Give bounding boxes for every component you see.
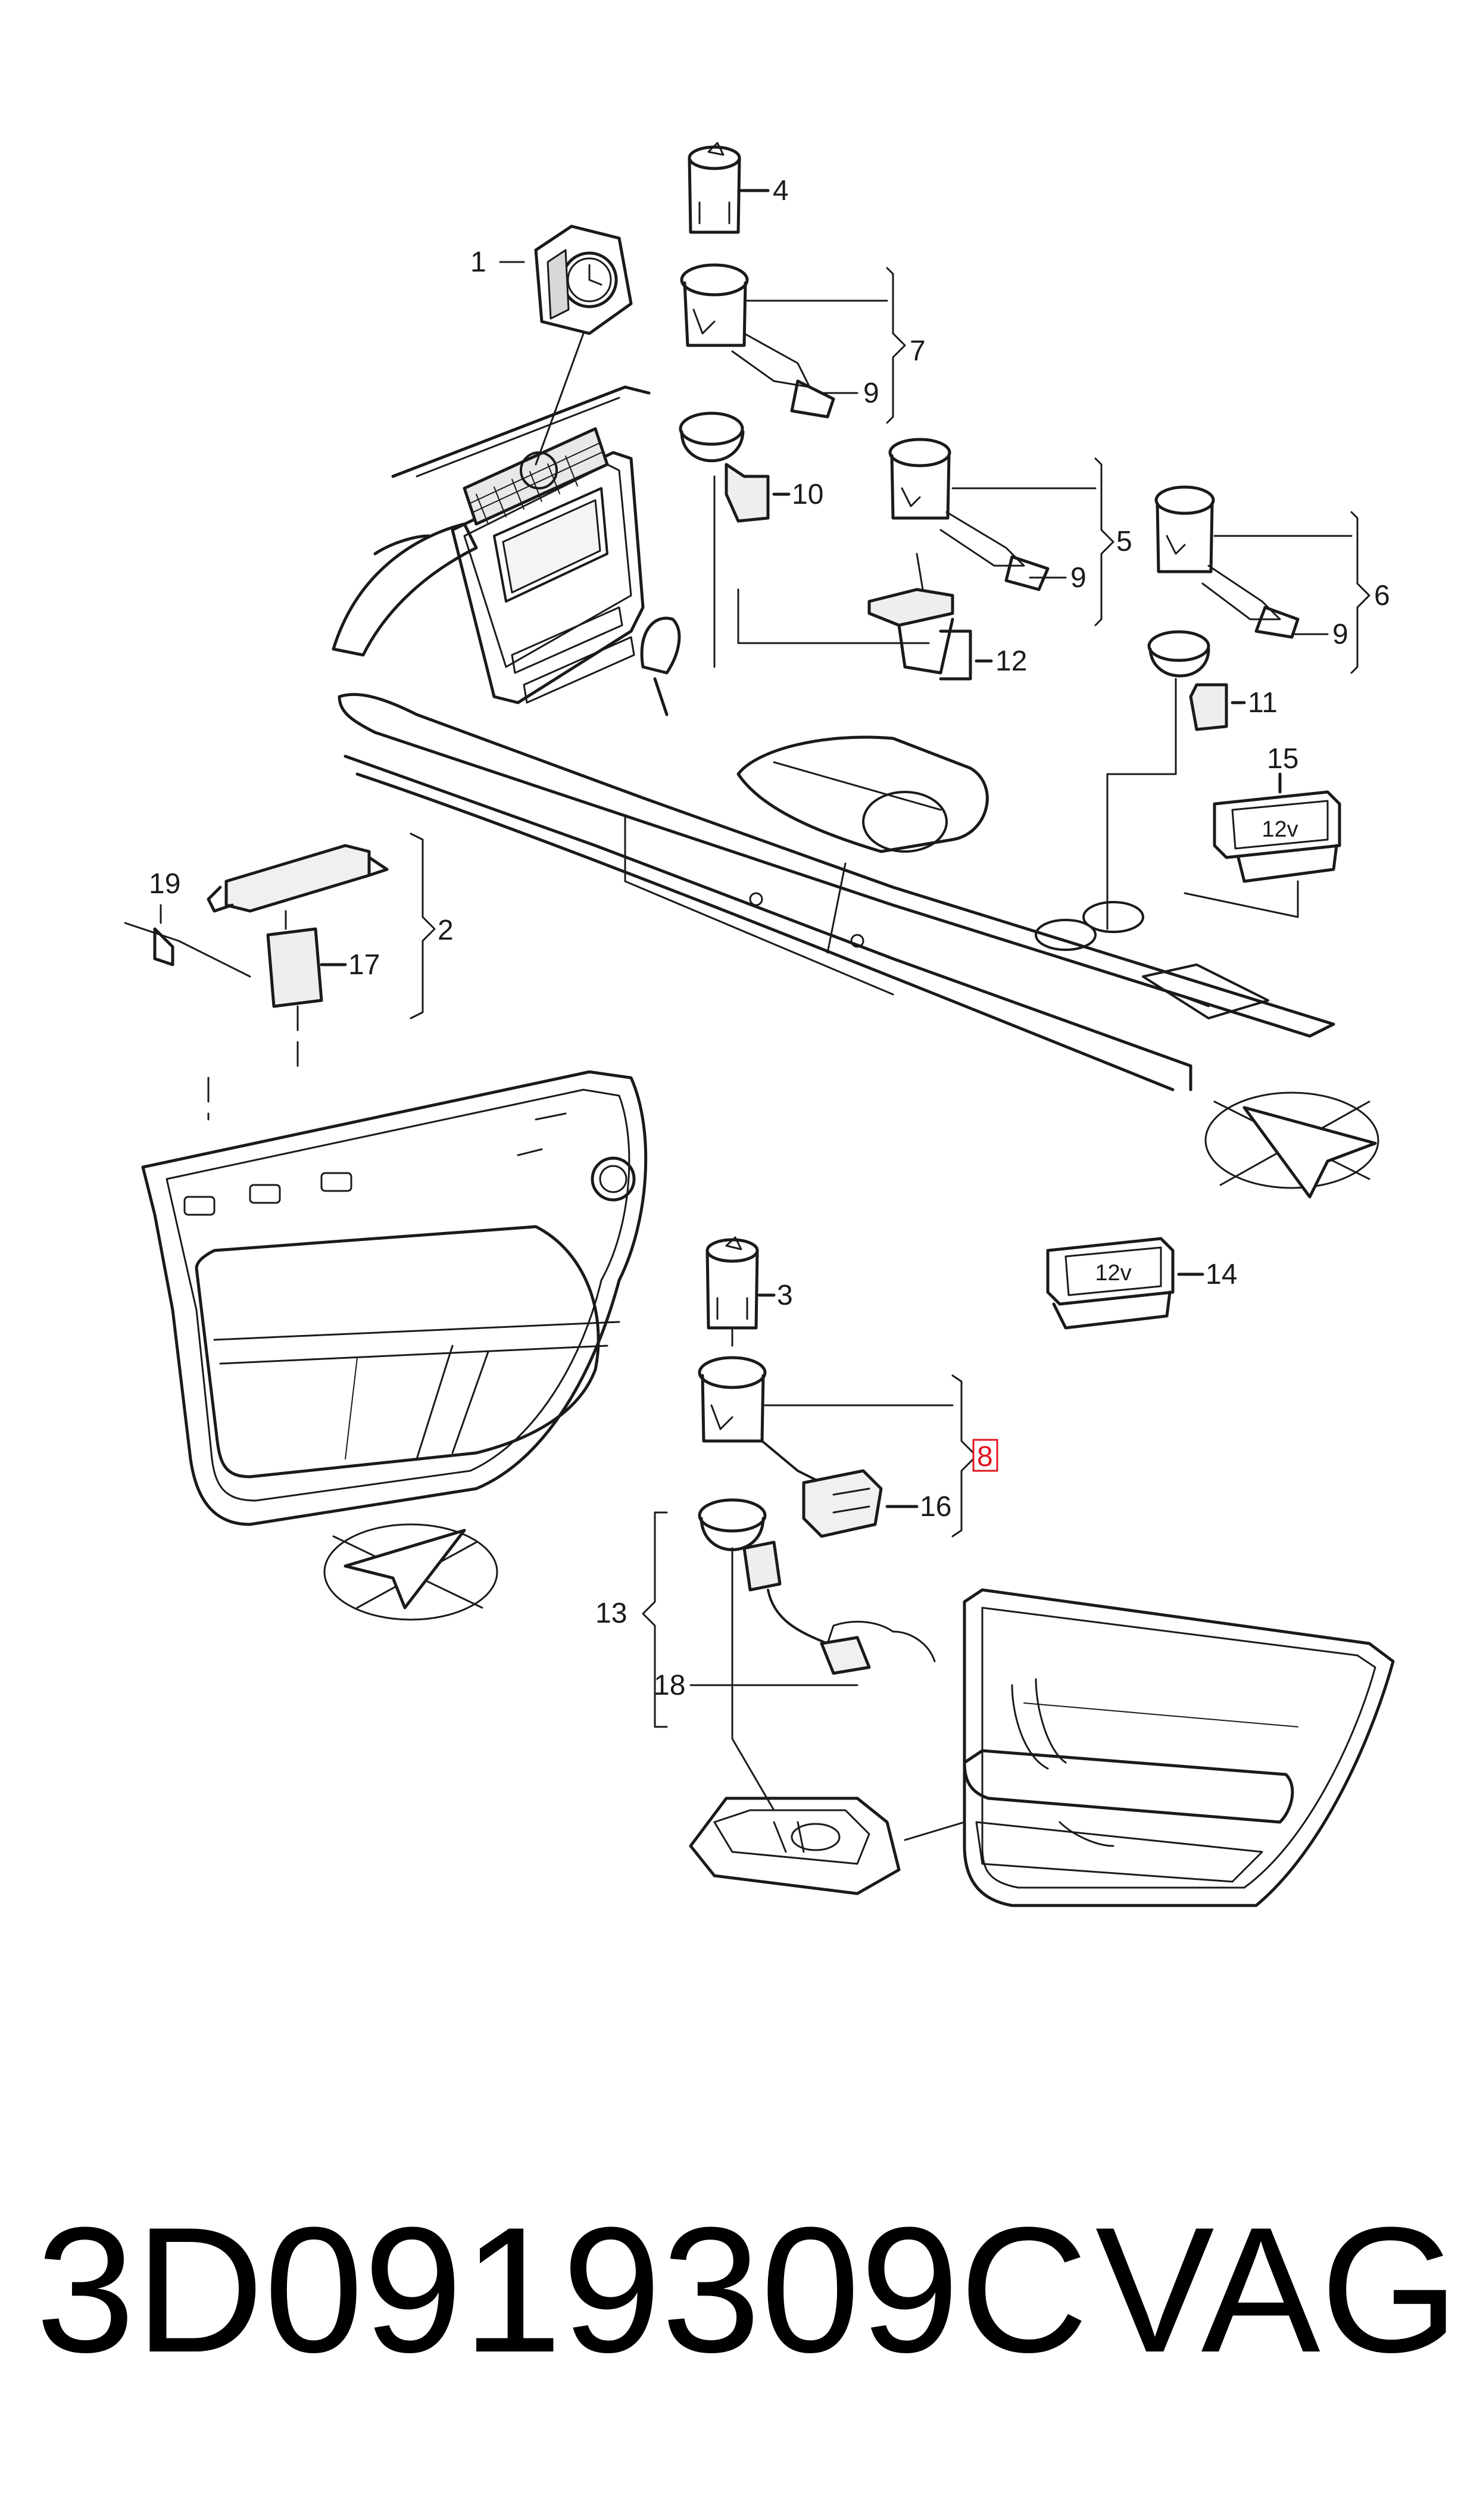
front-door-panel [141, 1070, 648, 1526]
callout-8-highlight-box [972, 1439, 998, 1472]
part-number: 3D0919309C [36, 2190, 1089, 2390]
callout-3: 3 [777, 1280, 793, 1311]
callout-17: 17 [348, 949, 380, 981]
center-console-drawing [332, 385, 1335, 1091]
callout-13: 13 [595, 1598, 627, 1629]
callout-14: 14 [1206, 1259, 1237, 1290]
callout-6: 6 [1374, 580, 1390, 612]
control-unit-part-2 [124, 844, 389, 1121]
callout-16: 16 [920, 1491, 951, 1523]
clock-part [534, 224, 633, 466]
lighter-assembly-lower [642, 1236, 954, 1811]
socket-12v-part-15: 12v [1184, 772, 1341, 918]
callout-labels: 1 4 7 9 10 5 9 12 6 9 11 15 19 2 17 14 3… [149, 175, 1390, 1701]
callout-9-top: 9 [863, 378, 879, 409]
callout-12: 12 [995, 645, 1027, 677]
socket-label-12v-2: 12v [1095, 1261, 1131, 1286]
direction-arrow-right-icon [1204, 1091, 1379, 1199]
direction-arrow-left-icon [323, 1523, 498, 1621]
callout-4: 4 [773, 175, 789, 207]
lighter-assembly-right [1106, 485, 1353, 930]
rear-lighter-housing [689, 1797, 966, 1895]
callout-1: 1 [470, 247, 486, 278]
callout-15: 15 [1267, 743, 1298, 775]
callout-7: 7 [910, 335, 926, 367]
socket-12v-part-14: 12v [1046, 1237, 1204, 1330]
callout-11: 11 [1248, 687, 1278, 719]
callout-5: 5 [1116, 526, 1132, 557]
lighter-assembly-upper [679, 142, 888, 668]
brand-label: VAG [1095, 2190, 1459, 2390]
lighter-assembly-middle [737, 438, 1097, 681]
socket-label-12v: 12v [1262, 817, 1298, 842]
callout-2: 2 [438, 915, 454, 946]
callout-9-right: 9 [1332, 619, 1348, 650]
callout-10: 10 [792, 479, 823, 510]
rear-door-panel [963, 1588, 1395, 1907]
callout-9-mid: 9 [1070, 562, 1087, 594]
callout-8: 8 [977, 1441, 993, 1473]
callout-19: 19 [149, 868, 180, 900]
callout-18: 18 [654, 1670, 685, 1701]
